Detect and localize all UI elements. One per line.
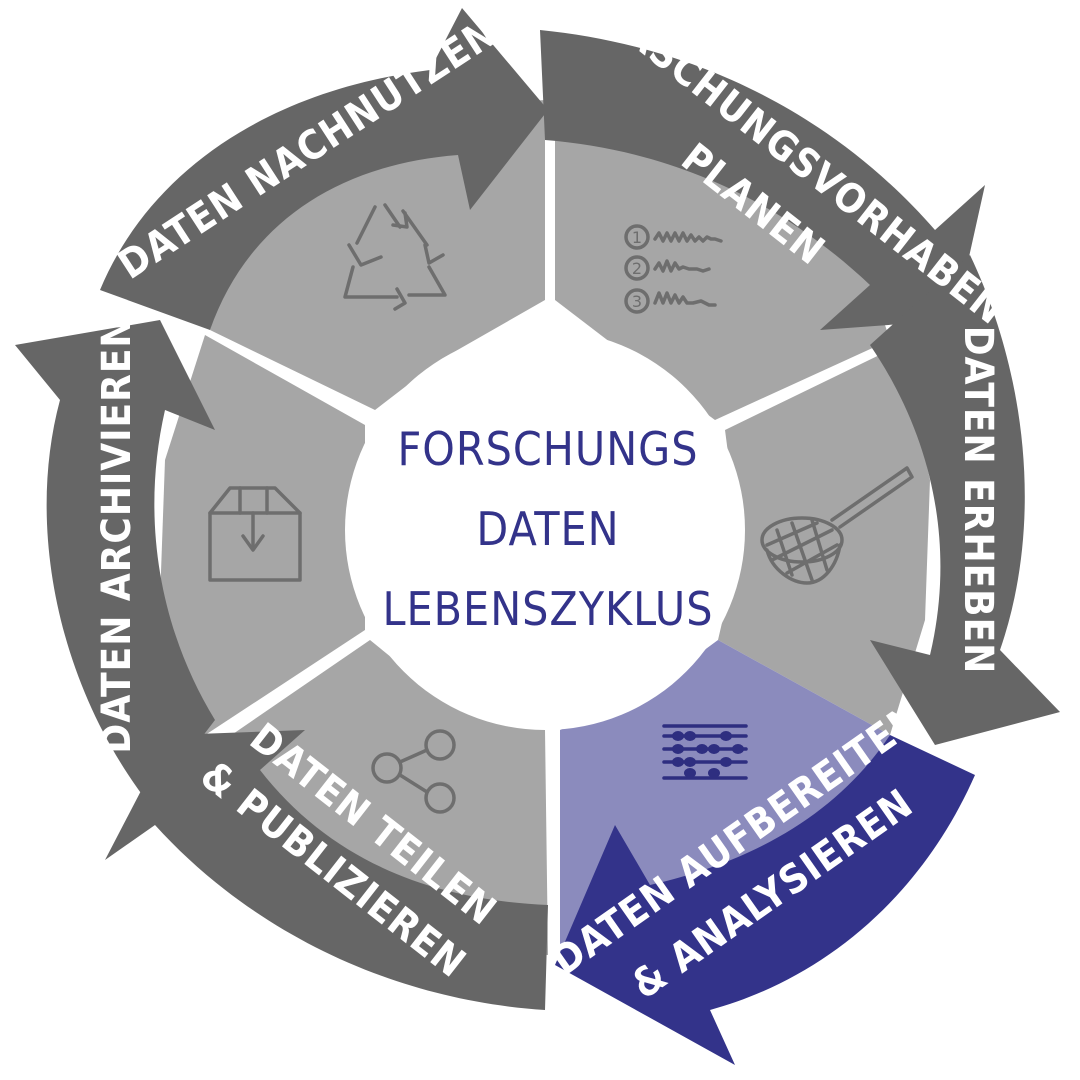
arrow-nachnutzen xyxy=(100,8,548,330)
share-icon xyxy=(371,729,456,814)
center-title-line3: LEBENSZYKLUS xyxy=(382,582,713,636)
arrow-erheben xyxy=(870,255,1060,745)
arrow-aufbereiten xyxy=(555,735,975,1065)
list-number-2: 2 xyxy=(632,259,642,278)
arrows xyxy=(15,8,1060,1065)
archive-box-icon xyxy=(208,486,302,582)
segment-planen xyxy=(555,100,890,420)
abacus-icon xyxy=(662,724,748,780)
numbered-list-icon: 1 2 3 xyxy=(624,224,723,314)
arrow-archivieren xyxy=(15,320,215,805)
arrow-teilen xyxy=(105,730,548,1010)
list-number-3: 3 xyxy=(632,292,642,311)
label-archivieren: DATEN ARCHIVIEREN xyxy=(94,316,140,753)
center-circle xyxy=(345,330,745,730)
center-title-line2: DATEN xyxy=(476,502,619,556)
recycle-icon xyxy=(343,203,447,311)
label-erheben: DATEN ERHEBEN xyxy=(955,326,1001,675)
arrow-planen xyxy=(540,30,985,330)
center-title-line1: FORSCHUNGS xyxy=(397,422,698,476)
segment-erheben xyxy=(718,345,930,735)
segment-archivieren xyxy=(160,335,365,745)
landing-net-icon xyxy=(760,466,914,585)
list-number-1: 1 xyxy=(632,228,642,247)
segments xyxy=(160,100,930,960)
center-title: FORSCHUNGS DATEN LEBENSZYKLUS xyxy=(382,422,713,636)
